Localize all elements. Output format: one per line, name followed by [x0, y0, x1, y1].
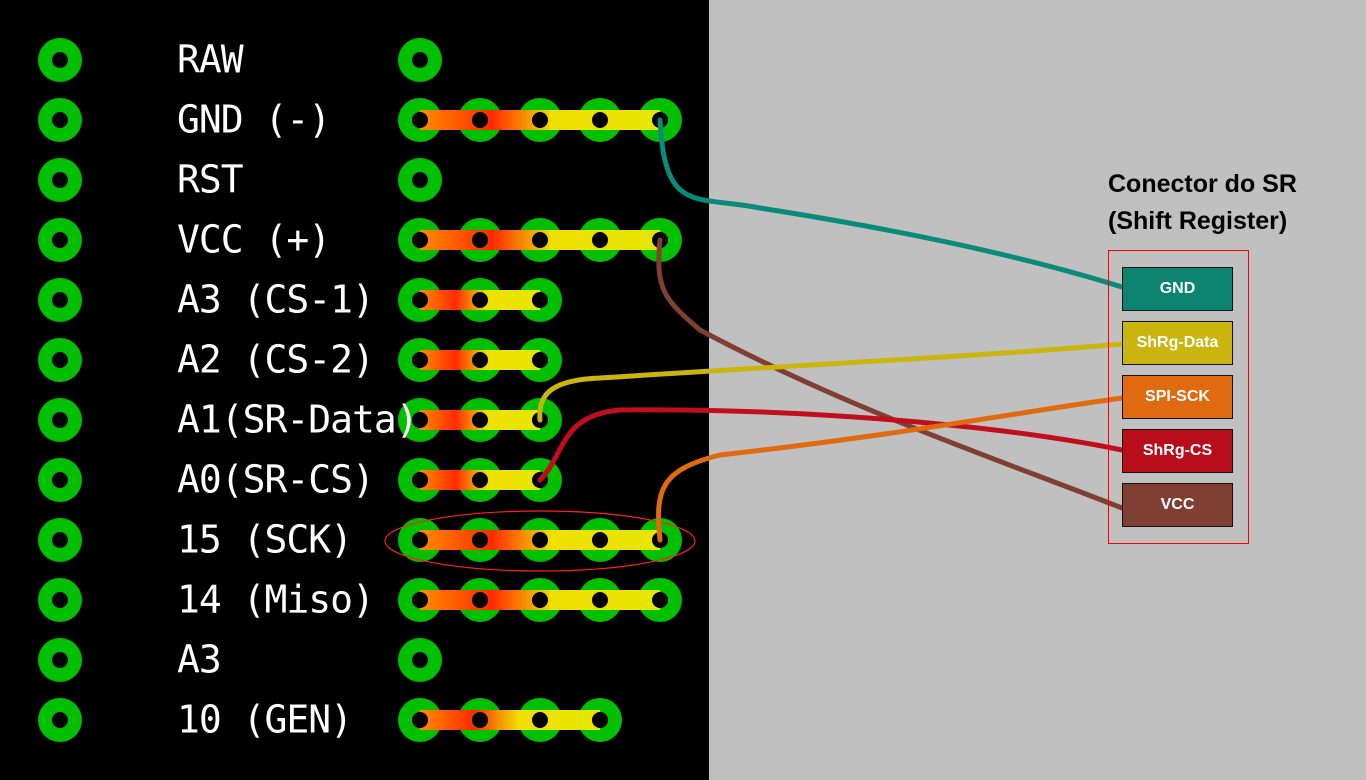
pad-hole	[592, 112, 608, 128]
pad-hole	[412, 472, 428, 488]
pad-hole	[592, 592, 608, 608]
pad-hole	[412, 112, 428, 128]
pin-label: 10 (GEN)	[177, 698, 352, 742]
pad-hole	[472, 412, 488, 428]
pad-hole	[592, 232, 608, 248]
pin-label: A2 (CS-2)	[177, 338, 374, 382]
pin-label: RST	[177, 158, 243, 202]
pad-hole	[652, 592, 668, 608]
strip-pad	[398, 638, 442, 682]
sck-highlight-ellipse	[384, 510, 696, 572]
wire-vcc	[656, 237, 1125, 511]
pin-label: A3	[177, 638, 221, 682]
pad-hole	[412, 532, 428, 548]
connector-pin-label: ShRg-CS	[1142, 442, 1213, 459]
connector-pin-spi-sck: SPI-SCK	[1122, 375, 1233, 419]
pad-hole	[532, 112, 548, 128]
wire-gnd	[657, 117, 1125, 290]
pin-label: 15 (SCK)	[177, 518, 352, 562]
pad-hole	[592, 532, 608, 548]
pad-hole	[532, 712, 548, 728]
connector-pin-shrg-data: ShRg-Data	[1122, 321, 1233, 365]
connector-pin-shrg-cs: ShRg-CS	[1122, 429, 1233, 473]
connector-box: GND ShRg-Data SPI-SCK ShRg-CS VCC	[1108, 250, 1249, 544]
pin-label: RAW	[177, 38, 244, 82]
connector-pin-label: SPI-SCK	[1145, 388, 1210, 405]
left-pad	[38, 218, 82, 262]
pad-hole	[472, 112, 488, 128]
connection-wires	[537, 117, 1125, 543]
left-header-pads	[38, 38, 82, 742]
left-pad	[38, 578, 82, 622]
pin-label: A0(SR-CS)	[177, 458, 374, 502]
strip-pad	[398, 158, 442, 202]
pin-labels: RAW GND (-) RST VCC (+) A3 (CS-1) A2 (CS-2) A1…	[177, 38, 419, 742]
left-pad	[38, 638, 82, 682]
pad-hole	[412, 412, 428, 428]
pad-hole	[532, 292, 548, 308]
connector-pin-gnd: GND	[1122, 267, 1233, 311]
connector-pin-vcc: VCC	[1122, 483, 1233, 527]
connector-pin-label: ShRg-Data	[1136, 334, 1219, 351]
left-pad	[38, 698, 82, 742]
connector-pin-label: GND	[1159, 280, 1196, 297]
pin-label: 14 (Miso)	[177, 578, 374, 622]
pad-hole	[472, 232, 488, 248]
pad-hole	[412, 232, 428, 248]
pad-hole	[592, 712, 608, 728]
pad-hole	[532, 532, 548, 548]
strip-pad	[398, 38, 442, 82]
pin-label: A3 (CS-1)	[177, 278, 374, 322]
pad-hole	[472, 352, 488, 368]
pad-hole	[412, 292, 428, 308]
wire-cs	[537, 407, 1125, 483]
pin-label: GND (-)	[177, 98, 330, 142]
pad-hole	[532, 232, 548, 248]
right-header-pads	[398, 38, 682, 742]
left-pad	[38, 338, 82, 382]
connector-title: Conector do SR (Shift Register)	[1108, 166, 1358, 240]
pin-label: VCC (+)	[177, 218, 330, 262]
pad-hole	[412, 352, 428, 368]
connector-pin-label: VCC	[1160, 496, 1195, 513]
pad-hole	[472, 472, 488, 488]
pad-hole	[412, 592, 428, 608]
pad-hole	[472, 592, 488, 608]
pad-hole	[472, 292, 488, 308]
left-pad	[38, 158, 82, 202]
pad-hole	[532, 592, 548, 608]
connector-title-line2: (Shift Register)	[1108, 207, 1288, 235]
pin-label: A1(SR-Data)	[177, 398, 418, 442]
pad-hole	[472, 532, 488, 548]
left-pad	[38, 278, 82, 322]
connector-title-line1: Conector do SR	[1108, 170, 1297, 198]
left-pad	[38, 98, 82, 142]
left-pad	[38, 398, 82, 442]
pad-hole	[532, 352, 548, 368]
left-pad	[38, 38, 82, 82]
left-pad	[38, 458, 82, 502]
pad-hole	[412, 712, 428, 728]
wire-data	[537, 341, 1125, 423]
pad-hole	[472, 712, 488, 728]
strip-trace-overlay	[420, 710, 600, 730]
left-pad	[38, 518, 82, 562]
wire-sck	[656, 395, 1125, 543]
